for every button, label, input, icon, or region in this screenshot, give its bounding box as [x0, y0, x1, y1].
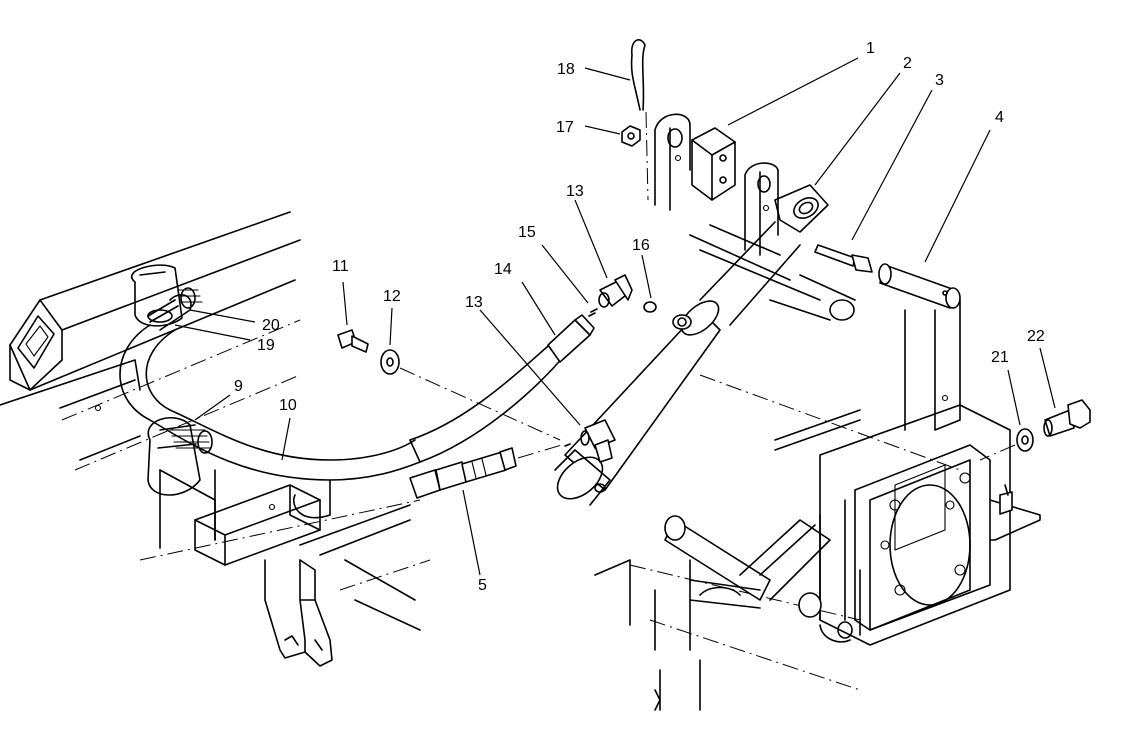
callout-5: 5 [478, 577, 487, 594]
callout-20: 20 [262, 317, 280, 334]
hydraulic-cylinder [554, 184, 829, 506]
callout-4: 4 [995, 109, 1004, 126]
callout-9: 9 [234, 378, 243, 395]
callout-21: 21 [991, 349, 1009, 366]
callout-18: 18 [557, 61, 575, 78]
lower-brace-tube [664, 515, 853, 643]
hose-clamp-upper [131, 264, 203, 331]
callout-19: 19 [257, 337, 275, 354]
washer-21 [979, 428, 1034, 461]
o-ring-small [588, 308, 598, 317]
washer-12 [380, 349, 561, 441]
callout-13-upper: 13 [566, 183, 584, 200]
left-frame-tube [0, 211, 301, 471]
callout-10: 10 [279, 397, 297, 414]
callout-1: 1 [866, 40, 875, 57]
bolt-22 [1043, 399, 1091, 437]
callout-16: 16 [632, 237, 650, 254]
callout-leaders [174, 57, 1056, 576]
elbow-fitting-lower [580, 419, 616, 463]
callout-2: 2 [903, 55, 912, 72]
left-lower-frame [139, 469, 431, 667]
hydraulic-hose [119, 324, 566, 519]
right-main-frame [629, 274, 1041, 691]
callout-13-lower: 13 [465, 294, 483, 311]
callout-12: 12 [383, 288, 401, 305]
hose-fitting-assembly [409, 443, 566, 499]
callout-22: 22 [1027, 328, 1045, 345]
lower-frame-legs [594, 559, 701, 711]
hair-pin [630, 39, 649, 201]
lock-nut [621, 125, 641, 147]
callout-15: 15 [518, 224, 536, 241]
o-ring-lower [564, 443, 571, 447]
straight-adapter [547, 314, 595, 363]
clevis-pin [878, 263, 961, 309]
callout-14: 14 [494, 261, 512, 278]
clevis-bolt [814, 244, 873, 273]
bolt-11 [337, 329, 369, 353]
elbow-fitting-upper [598, 274, 633, 308]
upper-mount-brackets [654, 113, 821, 301]
callout-11: 11 [332, 258, 349, 275]
callout-17: 17 [556, 119, 574, 136]
spacer-block [691, 127, 736, 201]
o-ring [643, 301, 657, 313]
callout-3: 3 [935, 72, 944, 89]
hose-clamp-lower [147, 416, 213, 496]
